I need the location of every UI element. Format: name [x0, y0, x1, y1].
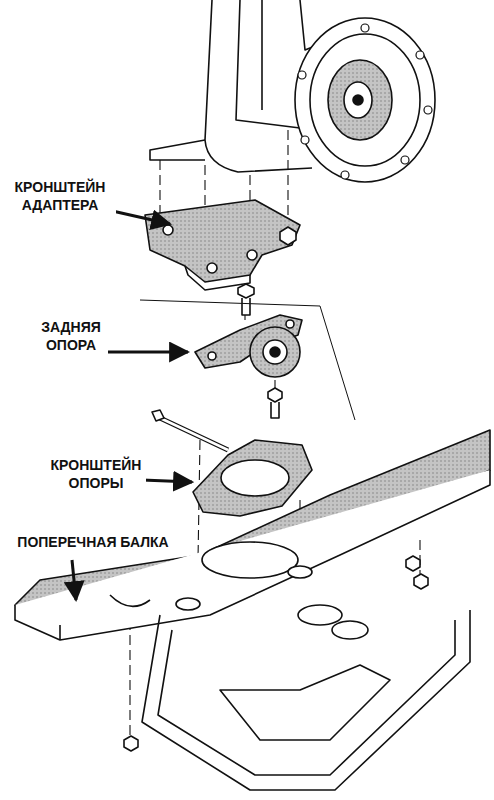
part-label: ЗАДНЯЯ ОПОРА	[34, 318, 108, 354]
part-label: КРОНШТЕЙН АДАПТЕРА	[4, 178, 116, 214]
part-label: КРОНШТЕЙН ОПОРЫ	[46, 456, 146, 492]
part-label: ПОПЕРЕЧНАЯ БАЛКА	[6, 533, 180, 551]
